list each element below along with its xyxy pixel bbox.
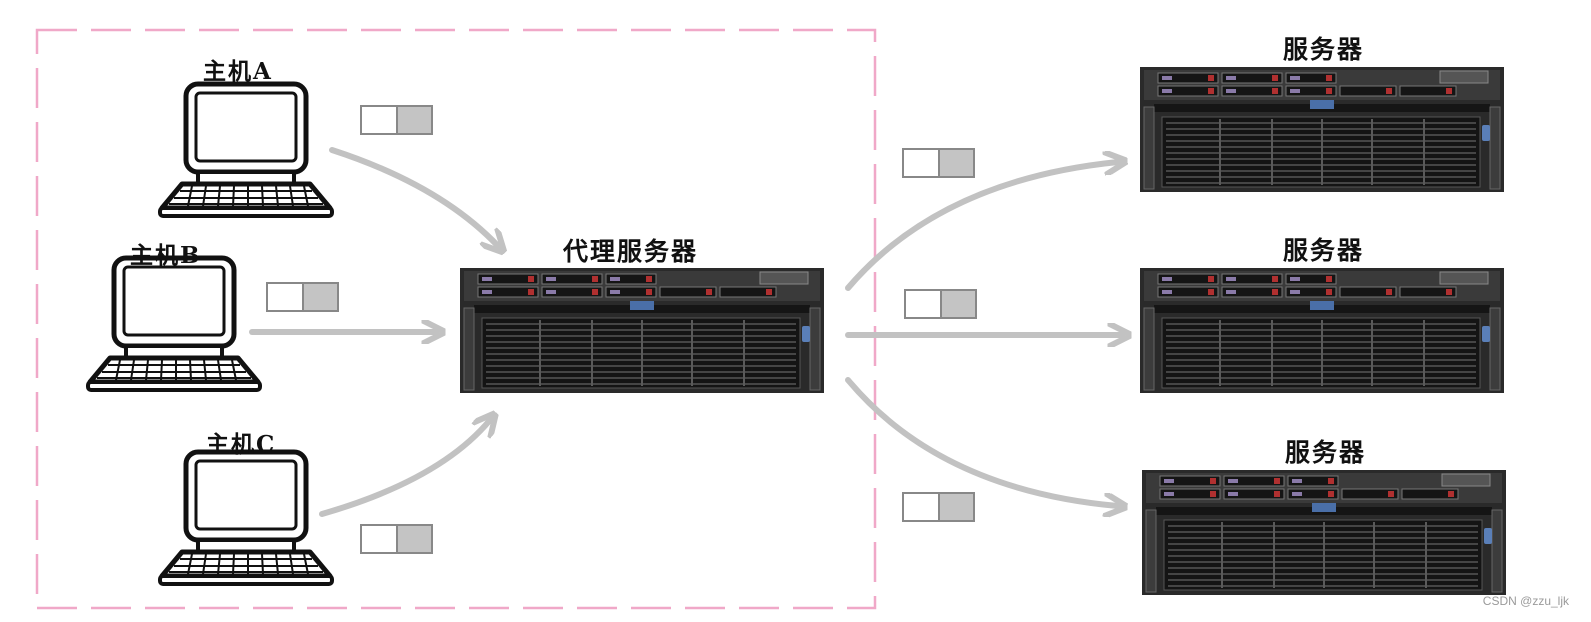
arrow-host-c-to-proxy <box>319 420 490 517</box>
arrow-proxy-to-server-1 <box>845 162 1118 291</box>
host-a-label: 主机A <box>203 58 273 85</box>
proxy-server-icon <box>459 267 825 394</box>
laptop-icon-host-a <box>160 84 332 216</box>
laptop-icon-host-b <box>88 258 260 390</box>
server-3-label: 服务器 <box>1285 438 1367 467</box>
laptop-icon-host-c <box>160 452 332 584</box>
network-boundary <box>35 28 877 610</box>
arrow-host-a-to-proxy <box>329 147 498 246</box>
watermark: CSDN @zzu_ljk <box>1482 594 1569 608</box>
packet-host-c <box>360 524 433 554</box>
arrow-proxy-to-server-3 <box>845 377 1118 506</box>
server-icon-3 <box>1141 469 1507 596</box>
proxy-server-label: 代理服务器 <box>563 237 699 266</box>
packet-server-2 <box>904 289 977 319</box>
packet-host-b <box>266 282 339 312</box>
host-b-label: 主机B <box>130 242 202 269</box>
server-icon-1 <box>1139 66 1505 193</box>
server-1-label: 服务器 <box>1283 35 1365 64</box>
packet-server-3 <box>902 492 975 522</box>
packet-host-a <box>360 105 433 135</box>
packet-server-1 <box>902 148 975 178</box>
host-c-label: 主机C <box>206 431 277 458</box>
server-2-label: 服务器 <box>1283 236 1365 265</box>
server-icon-2 <box>1139 267 1505 394</box>
